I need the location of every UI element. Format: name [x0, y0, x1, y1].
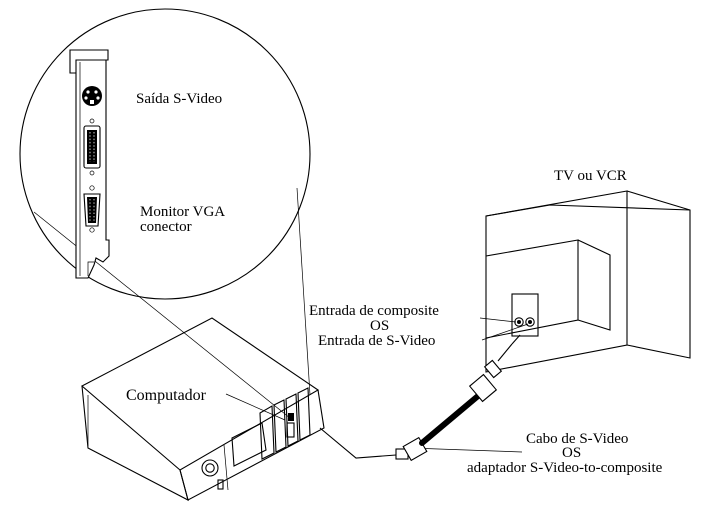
cable-leader — [409, 447, 523, 453]
graphics-card-bracket — [69, 49, 110, 279]
s-video-port — [82, 86, 102, 106]
computer — [81, 317, 325, 502]
composite-leader — [479, 317, 517, 323]
label-tv-vcr: TV ou VCR — [554, 168, 627, 184]
s-video-jack — [525, 317, 535, 327]
label-s-video-input: Entrada de S-Video — [318, 333, 435, 349]
computer-leader — [225, 393, 286, 421]
vga-port — [83, 185, 101, 233]
label-vga-line2: conector — [140, 219, 192, 235]
label-s-video-output: Saída S-Video — [136, 91, 222, 107]
label-or-2: OS — [562, 445, 581, 461]
label-or-1: OS — [370, 318, 389, 334]
label-cable-line1: Cabo de S-Video — [526, 431, 628, 447]
tv-vcr — [485, 190, 691, 373]
label-composite-input: Entrada de composite — [309, 303, 439, 319]
s-video-leader — [481, 323, 529, 341]
label-cable-line2: adaptador S-Video-to-composite — [467, 460, 663, 476]
dvi-port — [83, 118, 101, 176]
label-computer: Computador — [126, 387, 207, 404]
composite-jack — [514, 317, 524, 327]
label-vga-line1: Monitor VGA — [140, 204, 225, 220]
s-video-cable — [319, 334, 521, 462]
